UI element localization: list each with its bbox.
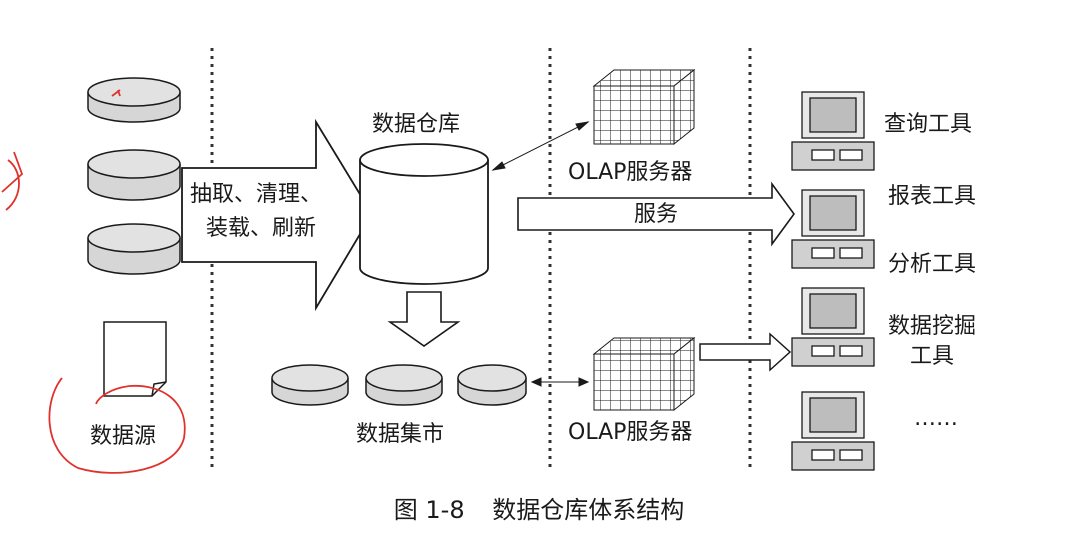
tool-mining-label-line1: 数据挖掘: [888, 314, 977, 339]
olap-top-label: OLAP服务器: [568, 160, 693, 185]
data-warehouse-cylinder: [359, 143, 489, 285]
computer-icon: [791, 91, 875, 171]
warehouse-label: 数据仓库: [372, 112, 461, 137]
tool-mining-label-line2: 工具: [910, 344, 955, 369]
etl-label-line1: 抽取、清理、: [190, 182, 323, 207]
down-arrow: [387, 291, 461, 347]
source-db-2: [87, 149, 181, 201]
warehouse-olap-link: [491, 121, 590, 171]
source-db-1: [87, 77, 181, 123]
computer-icon: [791, 391, 875, 471]
document-icon: [103, 321, 167, 397]
olap-bottom-label: OLAP服务器: [568, 420, 693, 445]
etl-arrow: [181, 118, 374, 312]
service-arrow: [517, 181, 795, 247]
olap-cube-bottom: [592, 336, 696, 412]
etl-label-line2: 装载、刷新: [206, 216, 317, 241]
tool-analysis-label: 分析工具: [888, 252, 977, 277]
figure-title: 数据仓库体系结构: [492, 496, 685, 524]
mart-olap-link: [530, 377, 590, 387]
computer-icon: [791, 189, 875, 269]
figure-number: 图 1-8: [393, 496, 465, 524]
figure-caption: 图 1-8 数据仓库体系结构: [0, 490, 1078, 525]
service-label: 服务: [634, 202, 679, 227]
red-annotations: [1, 89, 186, 474]
data-mart-2: [365, 364, 443, 406]
tool-query-label: 查询工具: [884, 112, 973, 137]
data-mart-3: [457, 364, 527, 406]
olap-output-arrow: [699, 332, 792, 372]
computer-icon: [791, 287, 875, 367]
tool-more-label: ……: [914, 406, 958, 431]
datamart-label: 数据集市: [356, 422, 445, 447]
datasource-label: 数据源: [90, 424, 157, 449]
source-db-3: [87, 223, 181, 275]
olap-cube-top: [592, 68, 696, 146]
tool-report-label: 报表工具: [888, 184, 977, 209]
data-mart-1: [271, 364, 349, 406]
